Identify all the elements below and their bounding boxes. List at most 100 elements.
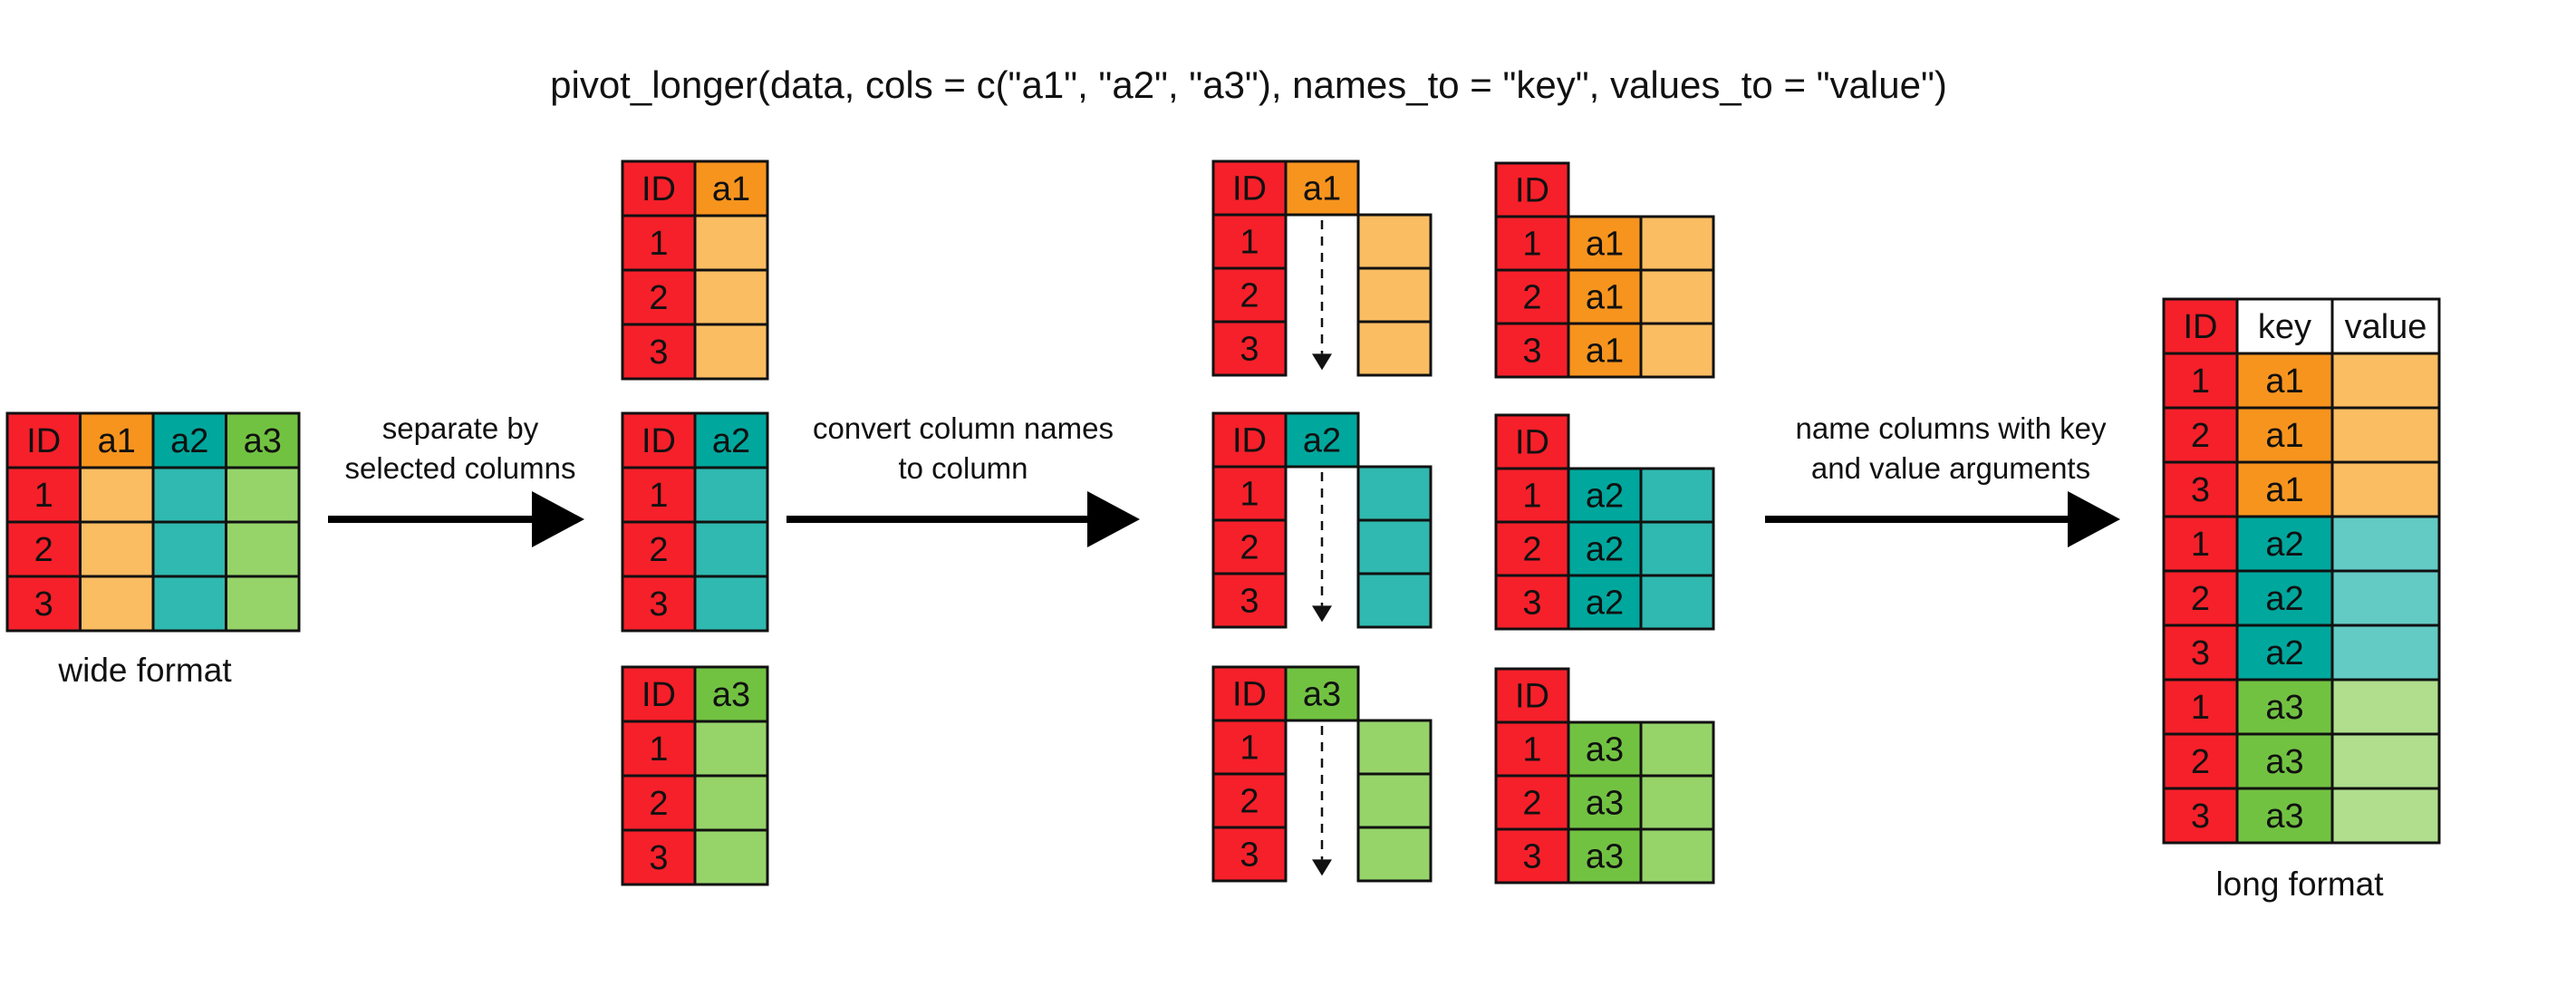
result-value-cell	[1639, 520, 1715, 577]
split-header-a3-text: a3	[712, 676, 750, 714]
long-key-cell: a3	[2235, 732, 2334, 790]
long-key-cell-text: a2	[2265, 526, 2303, 564]
long-id-cell: 3	[2162, 787, 2239, 845]
convert-id-cell: 1	[1211, 213, 1288, 270]
split-id-cell-text: 3	[649, 839, 668, 877]
convert-header-a1-bg	[1284, 160, 1360, 217]
split-id-cell-text: 2	[649, 785, 668, 823]
long-table-row: 2 a3	[2162, 732, 2441, 790]
wide-id-cell-bg	[5, 520, 82, 578]
convert-value-cell	[1356, 266, 1433, 324]
long-header-key-bg	[2235, 297, 2334, 355]
split-id-cell: 2	[621, 268, 697, 326]
long-value-cell	[2330, 732, 2441, 790]
result-key-cell: a2	[1567, 467, 1643, 524]
result-value-cell	[1639, 322, 1715, 379]
convert-value-cell-bg	[1356, 266, 1433, 324]
wide-header-a2-text: a2	[170, 422, 208, 460]
result-header-id-text: ID	[1515, 678, 1549, 716]
split-header-id-text: ID	[642, 422, 676, 460]
result-key-cell: a3	[1567, 720, 1643, 778]
convert-header-a2-bg	[1284, 411, 1360, 469]
convert-id-cell-bg	[1211, 320, 1288, 377]
down-arrow-icon	[1312, 605, 1332, 623]
result-value-cell	[1639, 268, 1715, 325]
result-key-cell-text: a2	[1586, 478, 1624, 516]
long-value-cell-bg	[2330, 569, 2441, 627]
split-id-cell-text: 1	[649, 477, 668, 515]
convert-value-cell	[1356, 320, 1433, 377]
result-id-cell-text: 1	[1522, 226, 1541, 264]
convert-id-cell-text: 2	[1240, 783, 1259, 821]
split-value-cell	[693, 828, 769, 886]
result-key-cell-bg	[1567, 827, 1643, 884]
step-label-line: separate by	[382, 411, 539, 445]
split-id-cell: 3	[621, 828, 697, 886]
convert-id-cell-text: 3	[1240, 583, 1259, 621]
split-value-cell-bg	[693, 466, 769, 524]
convert-value-cell	[1356, 572, 1433, 629]
long-id-cell: 1	[2162, 678, 2239, 736]
split-value-cell	[693, 720, 769, 778]
long-id-cell-bg	[2162, 406, 2239, 464]
result-header-id: ID	[1494, 667, 1570, 724]
result-key-cell-text: a3	[1586, 838, 1624, 876]
long-key-cell-text: a3	[2265, 689, 2303, 727]
wide-id-cell-bg	[5, 575, 82, 633]
long-key-cell-bg	[2235, 678, 2334, 736]
split-id-cell: 1	[621, 466, 697, 524]
long-id-cell-text: 2	[2191, 743, 2210, 781]
wide-value-cell-a3-bg	[225, 466, 301, 524]
result-key-cell: a3	[1567, 774, 1643, 831]
long-id-cell-bg	[2162, 515, 2239, 573]
result-id-cell-text: 2	[1522, 785, 1541, 823]
split-header-id: ID	[621, 665, 697, 723]
convert-id-cell: 3	[1211, 572, 1288, 629]
result-id-cell: 3	[1494, 574, 1570, 631]
result-key-cell-text: a2	[1586, 585, 1624, 623]
result-key-cell-bg	[1567, 774, 1643, 831]
split-value-cell	[693, 774, 769, 832]
long-key-cell-bg	[2235, 460, 2334, 518]
long-id-cell: 3	[2162, 624, 2239, 682]
wide-value-cell-a1	[79, 466, 155, 524]
long-key-cell: a1	[2235, 352, 2334, 410]
step-label-line: to column	[898, 451, 1028, 485]
convert-id-cell: 2	[1211, 772, 1288, 829]
step-label-line: convert column names	[813, 411, 1114, 445]
wide-value-cell-a1	[79, 575, 155, 633]
convert-header-id-text: ID	[1232, 422, 1267, 460]
split-value-cell-bg	[693, 774, 769, 832]
convert-header-a1: a1	[1284, 160, 1360, 217]
split-value-cell-bg	[693, 520, 769, 578]
split-value-cell	[693, 466, 769, 524]
step-arrow-2: convert column names to column	[786, 411, 1140, 547]
convert-header-id-bg	[1211, 160, 1288, 217]
result-header-id-text: ID	[1515, 172, 1549, 210]
long-value-cell-bg	[2330, 624, 2441, 682]
convert-id-cell-text: 1	[1240, 224, 1259, 262]
result-key-cell: a2	[1567, 520, 1643, 577]
long-key-cell-bg	[2235, 352, 2334, 410]
convert-header-id-text: ID	[1232, 170, 1267, 208]
convert-header-a3-text: a3	[1303, 676, 1341, 714]
long-value-cell	[2330, 515, 2441, 573]
convert-value-cell	[1356, 772, 1433, 829]
split-header-a3: a3	[693, 665, 769, 723]
result-value-cell-bg	[1639, 574, 1715, 631]
long-key-cell-text: a1	[2265, 362, 2303, 401]
result-key-cell: a1	[1567, 322, 1643, 379]
convert-header-id: ID	[1211, 665, 1288, 722]
result-id-cell-bg	[1494, 268, 1570, 325]
result-key-cell-text: a1	[1586, 279, 1624, 317]
convert-value-cell-bg	[1356, 719, 1433, 776]
result-value-cell	[1639, 574, 1715, 631]
result-id-cell-text: 3	[1522, 585, 1541, 623]
convert-id-cell-text: 1	[1240, 730, 1259, 768]
result-value-cell	[1639, 774, 1715, 831]
